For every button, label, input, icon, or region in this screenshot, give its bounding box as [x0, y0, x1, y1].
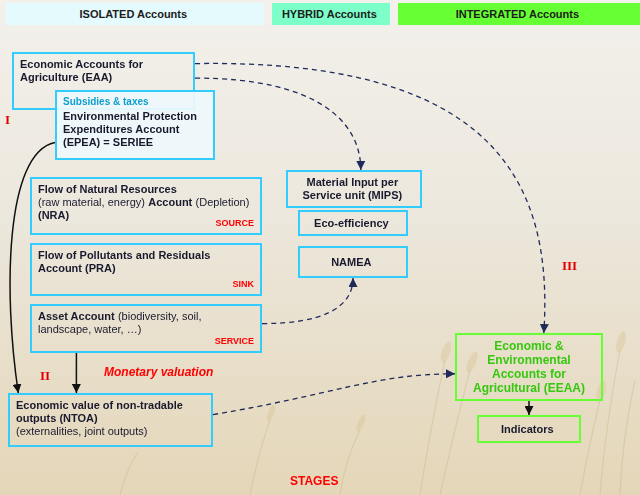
- dashed-arrow: [195, 63, 545, 333]
- hybrid-box: Eco-efficiency: [298, 210, 408, 236]
- account-box: Flow of Pollutants and Residuals Account…: [30, 243, 262, 296]
- dashed-arrow: [213, 374, 455, 415]
- box-text: Material Input per Service unit (MIPS): [294, 176, 411, 202]
- box-text: Environmental Protection Expenditures Ac…: [63, 110, 204, 149]
- account-box: Flow of Natural Resources(raw material, …: [30, 177, 262, 235]
- box-text: HYBRID Accounts: [282, 8, 377, 21]
- solid-arrow: [528, 401, 530, 415]
- column-header: ISOLATED Accounts: [6, 3, 264, 25]
- box-text: Economic Accounts for Agriculture (EAA): [20, 58, 184, 84]
- account-box: Subsidies & taxesEnvironmental Protectio…: [55, 90, 215, 160]
- account-box: Economic value of non-tradable outputs (…: [8, 393, 213, 447]
- column-header: INTEGRATED Accounts: [398, 3, 640, 25]
- box-text: Flow of Natural Resources: [38, 183, 251, 196]
- stages-caption: STAGES: [290, 474, 338, 488]
- dashed-arrow: [195, 78, 361, 170]
- category-tag: SERVICE: [215, 336, 254, 347]
- solid-arrow: [76, 353, 78, 393]
- stage-number: III: [562, 258, 577, 273]
- box-text: Eco-efficiency: [306, 217, 397, 230]
- box-text: (externalities, joint outputs): [16, 425, 202, 438]
- stage-number: II: [40, 368, 50, 383]
- stage-number: I: [5, 112, 10, 127]
- box-text: (raw material, energy): [38, 196, 145, 208]
- wheat-ears: [265, 330, 628, 432]
- account-box: Asset Account(biodiversity, soil, landsc…: [30, 304, 262, 353]
- category-tag: SOURCE: [215, 218, 254, 229]
- hybrid-box: Material Input per Service unit (MIPS): [286, 170, 422, 208]
- box-text: (NRA): [38, 209, 69, 221]
- box-text: Economic & Environmental Accounts for Ag…: [463, 339, 595, 395]
- box-text: Indicators: [485, 423, 570, 436]
- category-tag: SINK: [232, 279, 254, 290]
- column-header: HYBRID Accounts: [272, 3, 390, 25]
- hybrid-box: NAMEA: [298, 246, 408, 278]
- valuation-note: Monetary valuation: [104, 365, 213, 379]
- subsidies-label: Subsidies & taxes: [63, 96, 207, 108]
- box-text: Economic value of non-tradable outputs (…: [16, 399, 202, 425]
- box-text: (Depletion): [196, 196, 250, 208]
- box-text: ISOLATED Accounts: [80, 8, 188, 21]
- dashed-arrow: [262, 278, 353, 324]
- box-text: Account: [148, 196, 192, 208]
- box-text: INTEGRATED Accounts: [456, 8, 579, 21]
- box-text: Asset Account: [38, 310, 115, 322]
- indicator-box: Indicators: [477, 415, 581, 443]
- box-text: NAMEA: [306, 256, 397, 269]
- integrated-box: Economic & Environmental Accounts for Ag…: [455, 333, 603, 401]
- box-text: Flow of Pollutants and Residuals Account…: [38, 249, 251, 275]
